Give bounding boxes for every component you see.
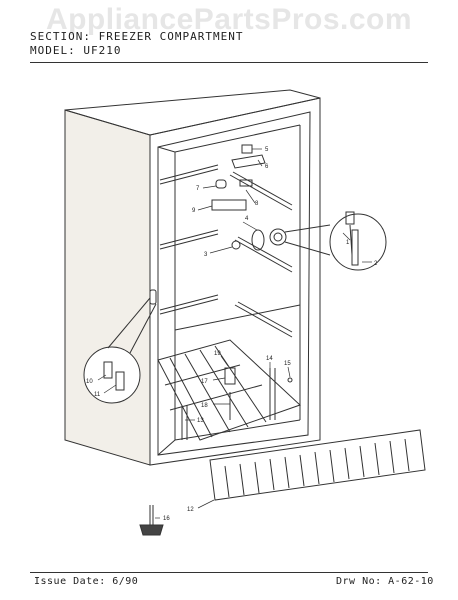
leveling-leg: [139, 505, 164, 536]
drawing-number: Drw No: A-62-10: [336, 576, 434, 587]
callout-numbers: 1 2 3 4 5 6 7 8 9 10 11 12 13 14 15 16 1…: [86, 147, 378, 522]
callout-5: 5: [265, 147, 269, 153]
leader-lines: [97, 148, 372, 519]
callout-2: 2: [374, 261, 378, 267]
model-line: MODEL: UF210: [30, 44, 122, 57]
issue-date: Issue Date: 6/90: [34, 576, 139, 587]
footer-rule: [30, 572, 428, 573]
callout-3: 3: [204, 252, 208, 258]
callout-17: 17: [201, 379, 208, 385]
detail-circle-hinge: [83, 297, 157, 404]
callout-19: 19: [214, 351, 221, 357]
section-label: SECTION:: [30, 30, 91, 43]
section-value: FREEZER COMPARTMENT: [98, 30, 244, 43]
thermostat-parts: [181, 144, 293, 440]
detail-circle-thermostat: [284, 211, 387, 271]
callout-13: 13: [197, 418, 204, 424]
callout-4: 4: [245, 216, 249, 222]
callout-14: 14: [266, 356, 273, 362]
shelf-rods: [159, 164, 293, 338]
callout-11: 11: [94, 392, 101, 398]
model-label: MODEL:: [30, 44, 76, 57]
kick-plate-grille: [209, 429, 426, 501]
callout-15: 15: [284, 361, 291, 367]
model-value: UF210: [83, 44, 122, 57]
section-line: SECTION: FREEZER COMPARTMENT: [30, 30, 243, 43]
callout-6: 6: [265, 164, 269, 170]
callout-18: 18: [201, 403, 208, 409]
cabinet-body: [64, 89, 321, 466]
watermark: AppliancePartsPros.com: [45, 3, 413, 36]
callout-1: 1: [346, 240, 350, 246]
callout-10: 10: [86, 379, 93, 385]
header-rule: [30, 62, 428, 63]
callout-16: 16: [163, 516, 170, 522]
callout-9: 9: [192, 208, 196, 214]
callout-12: 12: [187, 507, 194, 513]
callout-7: 7: [196, 186, 200, 192]
callout-8: 8: [255, 201, 259, 207]
